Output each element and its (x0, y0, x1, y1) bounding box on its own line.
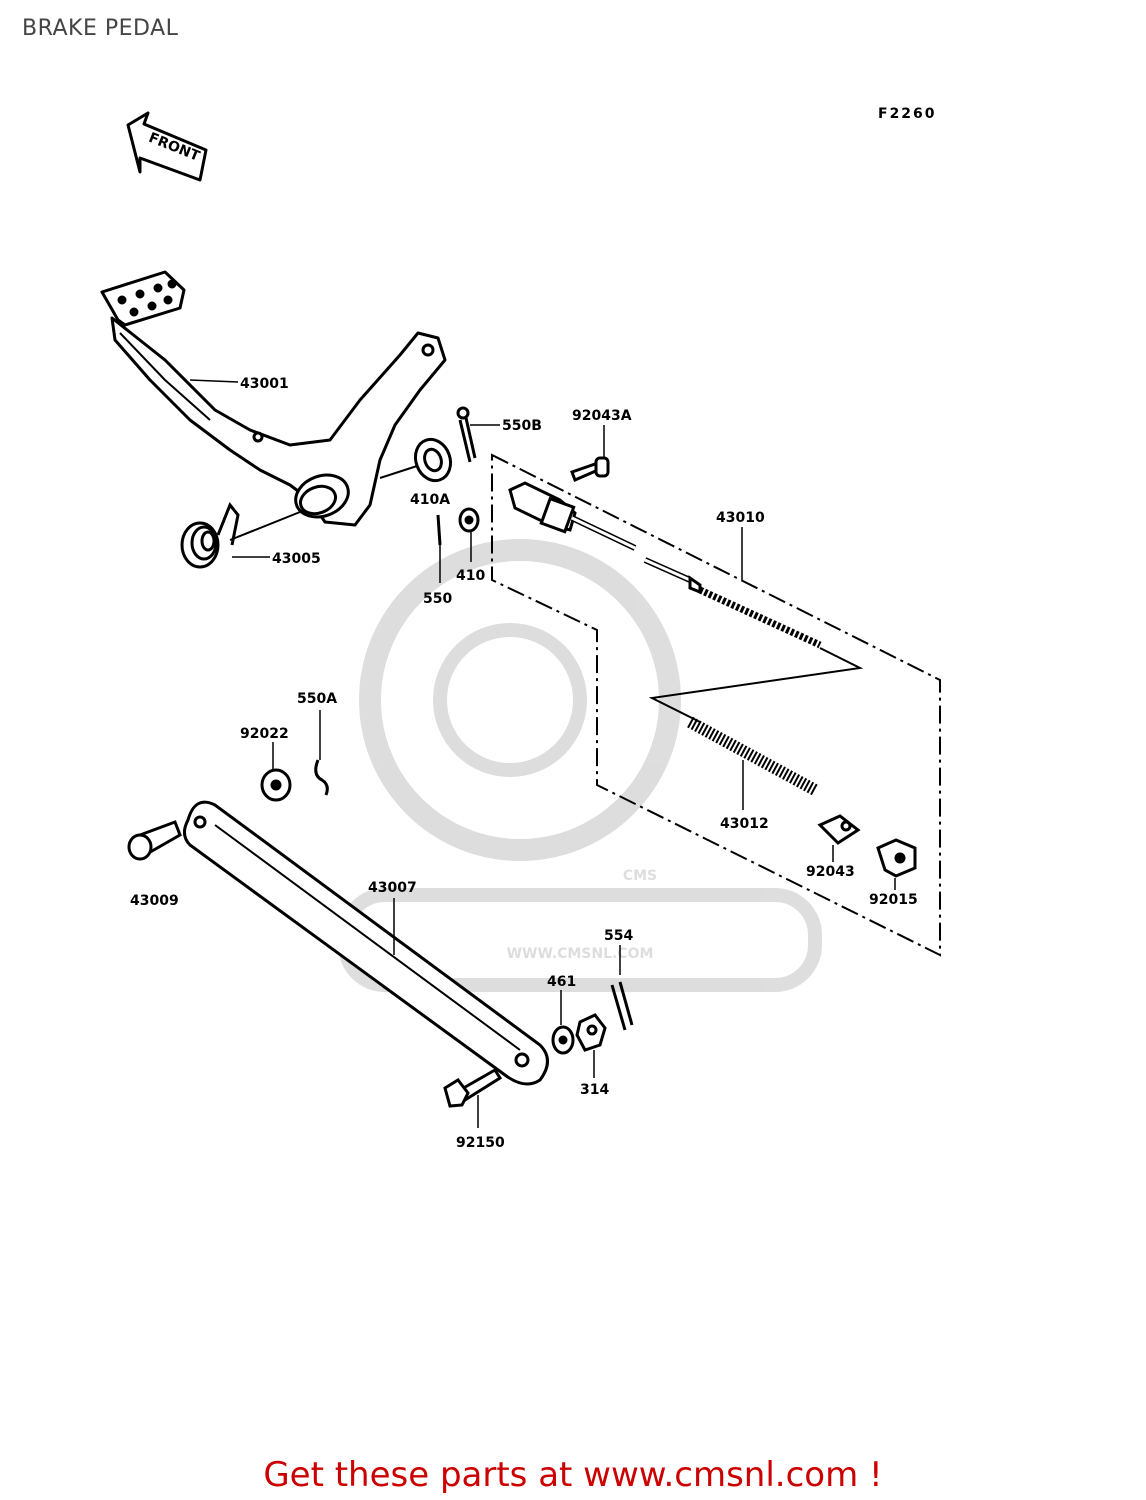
cotter-pin-554-part (610, 945, 634, 1031)
label-410a: 410A (410, 492, 450, 508)
link-rod-43007-part (183, 800, 549, 1086)
label-43009: 43009 (130, 893, 179, 909)
nut-314-part (575, 1013, 607, 1078)
label-314: 314 (580, 1082, 609, 1098)
label-554: 554 (604, 928, 633, 944)
bolt-92150-part (443, 1067, 503, 1128)
bolt-92043a-part (570, 456, 610, 483)
cms-watermark: CMS WWW.CMSNL.COM (338, 539, 822, 992)
footer-link[interactable]: Get these parts at www.cmsnl.com ! (263, 1455, 883, 1495)
snap-pin-550a-part (314, 710, 329, 796)
label-43005: 43005 (272, 551, 321, 567)
break-line (648, 647, 864, 723)
part-labels: 43001 550B 92043A 43010 410A 43005 410 5… (130, 376, 918, 1151)
label-92022: 92022 (240, 726, 289, 742)
label-461: 461 (547, 974, 576, 990)
watermark-brand: CMS (623, 868, 657, 884)
label-92015: 92015 (869, 892, 918, 908)
pin-550-part (436, 514, 442, 583)
front-arrow-icon: FRONT (126, 111, 208, 182)
brake-rod-43010-part (508, 481, 822, 649)
assembly-outline (491, 453, 941, 957)
brake-pedal-part (100, 270, 447, 527)
figure-code: F2260 (878, 106, 937, 122)
spring-43012-part (687, 716, 818, 810)
label-92043a: 92043A (572, 408, 632, 424)
nut-92015-part (876, 838, 917, 890)
return-spring-part (180, 502, 306, 569)
watermark-mascot-head (359, 539, 681, 861)
clevis-pin-43009-part (127, 820, 182, 861)
washer-92022-part (260, 742, 292, 802)
label-43001: 43001 (240, 376, 289, 392)
label-43010: 43010 (716, 510, 765, 526)
watermark-mascot-face (433, 623, 587, 777)
label-550b: 550B (502, 418, 542, 434)
label-92043: 92043 (806, 864, 855, 880)
label-550: 550 (423, 591, 452, 607)
label-550a: 550A (297, 691, 337, 707)
leader-lines (189, 379, 743, 580)
label-43007: 43007 (368, 880, 417, 896)
cotter-pin-550b-part (456, 406, 477, 463)
page-title: BRAKE PEDAL (22, 16, 179, 41)
collar-92043-part (817, 814, 861, 862)
washer-410-part (458, 507, 480, 562)
washer-410a-part (379, 437, 453, 483)
label-43012: 43012 (720, 816, 769, 832)
watermark-url: WWW.CMSNL.COM (507, 946, 654, 962)
washer-461-part (551, 990, 575, 1055)
label-92150: 92150 (456, 1135, 505, 1151)
label-410: 410 (456, 568, 485, 584)
